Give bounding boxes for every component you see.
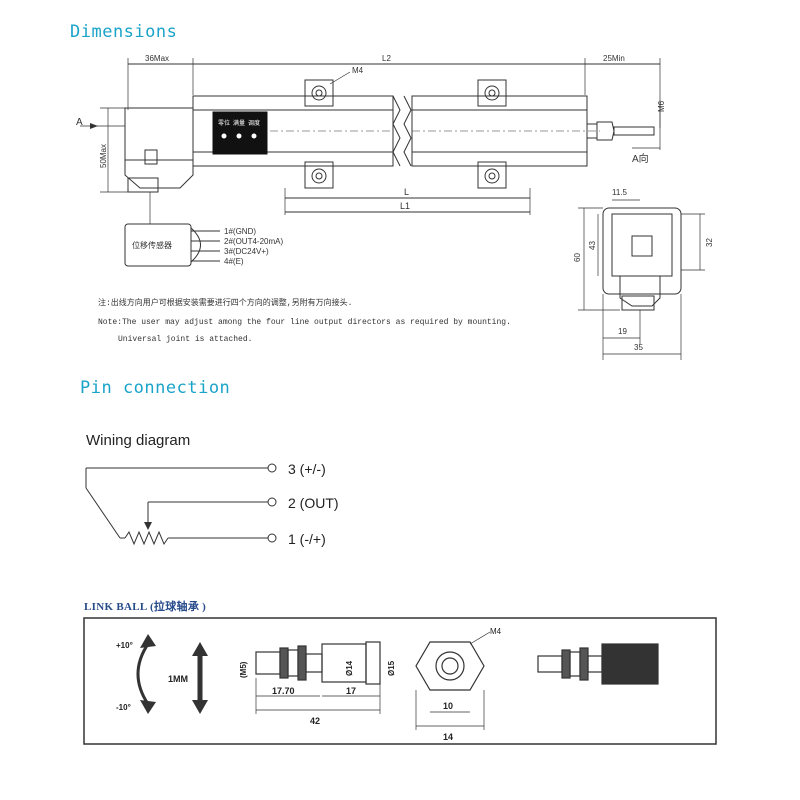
bracket-top-right <box>477 79 507 107</box>
terminal-3 <box>267 463 277 473</box>
rod-nut <box>596 121 615 141</box>
dim-l: L <box>404 187 409 197</box>
panel-knob-0 <box>221 133 227 139</box>
terminal-1 <box>267 533 277 543</box>
bracket-bottom-right <box>477 161 507 189</box>
label-a-view: A向 <box>632 152 649 165</box>
dim-25min: 25Min <box>603 54 625 63</box>
side-view-inner <box>611 213 673 277</box>
dimensions-title: Dimensions <box>70 22 178 42</box>
dim-l1: L1 <box>400 201 410 211</box>
panel-label-2: 调度 <box>248 119 260 127</box>
dim-43: 43 <box>588 241 597 250</box>
dim-36max: 36Max <box>145 54 169 63</box>
pin-2: 2#(OUT4-20mA) <box>224 237 283 246</box>
label-17-70: 17.70 <box>272 686 295 696</box>
hex-end-view <box>415 641 485 691</box>
label-17: 17 <box>346 686 356 696</box>
sensor-head-box <box>124 107 194 161</box>
label-d15: Ø15 <box>387 660 396 676</box>
dim-11-5: 11.5 <box>612 188 628 197</box>
panel-label-0: 零位 <box>218 119 230 127</box>
wiring-diagram: 3 (+/-) 2 (OUT) 1 (-/+) <box>85 461 339 547</box>
label-minus10: -10° <box>116 703 131 712</box>
bracket-bottom-left <box>304 161 334 189</box>
terminal-1-label: 1 (-/+) <box>288 531 326 547</box>
bracket-top-left <box>304 79 334 107</box>
pin-3: 3#(DC24V+) <box>224 247 269 256</box>
label-m4: M4 <box>352 66 364 75</box>
note-cn: 注:出线方向用户可根据安装需要进行四个方向的调整,另附有万向接头. <box>98 299 353 308</box>
wiring-title: Wining diagram <box>86 432 191 449</box>
control-panel <box>212 111 268 155</box>
label-42: 42 <box>310 716 320 726</box>
dim-l2: L2 <box>382 54 391 63</box>
link-ball-drawing: +10° -10° 1MM (M5) Ø14 Ø15 17.70 17 42 M… <box>83 617 717 745</box>
sensor-box <box>124 223 192 267</box>
dim-19: 19 <box>618 327 627 336</box>
wire-diagonal <box>85 487 121 539</box>
sensor-head-lower <box>124 160 194 189</box>
link-ball-frame <box>83 617 717 745</box>
main-body-left <box>192 95 394 167</box>
rod <box>613 126 655 136</box>
terminal-2-label: 2 (OUT) <box>288 495 339 511</box>
dim-50max: 50Max <box>99 144 108 168</box>
label-14b: 14 <box>443 732 453 742</box>
bolt-thread <box>255 651 281 675</box>
link-ball-socket <box>601 643 659 685</box>
dimensions-drawing: 36Max L2 25Min M4 M6 A A向 50Max L L1 零位 … <box>76 54 714 360</box>
sensor-label: 位移传感器 <box>132 240 172 250</box>
pin-1: 1#(GND) <box>224 227 256 236</box>
label-plus10: +10° <box>116 641 133 650</box>
dim-60: 60 <box>573 253 582 262</box>
label-m5: (M5) <box>239 661 248 678</box>
link-ball-title: LINK BALL (拉球轴承 ) <box>84 601 207 613</box>
side-view-outer <box>602 207 682 295</box>
panel-label-1: 满量 <box>233 119 245 127</box>
pin-connection-title: Pin connection <box>80 378 231 398</box>
note-en-1: Note:The user may adjust among the four … <box>98 318 511 327</box>
terminal-2 <box>267 497 277 507</box>
label-1mm: 1MM <box>168 674 188 684</box>
label-m6: M6 <box>657 100 666 112</box>
label-m4-hex: M4 <box>490 627 502 636</box>
label-a: A <box>76 117 83 128</box>
terminal-3-label: 3 (+/-) <box>288 461 326 477</box>
panel-knob-2 <box>251 133 257 139</box>
resistor <box>124 530 169 546</box>
ball-housing <box>321 643 367 683</box>
pin-4: 4#(E) <box>224 257 244 266</box>
panel-knob-1 <box>236 133 242 139</box>
rotation-arrow <box>136 643 150 705</box>
label-10: 10 <box>443 701 453 711</box>
note-en-2: Universal joint is attached. <box>118 335 253 344</box>
dim-32: 32 <box>705 238 714 247</box>
dim-35: 35 <box>634 343 643 352</box>
label-d14: Ø14 <box>345 660 354 676</box>
